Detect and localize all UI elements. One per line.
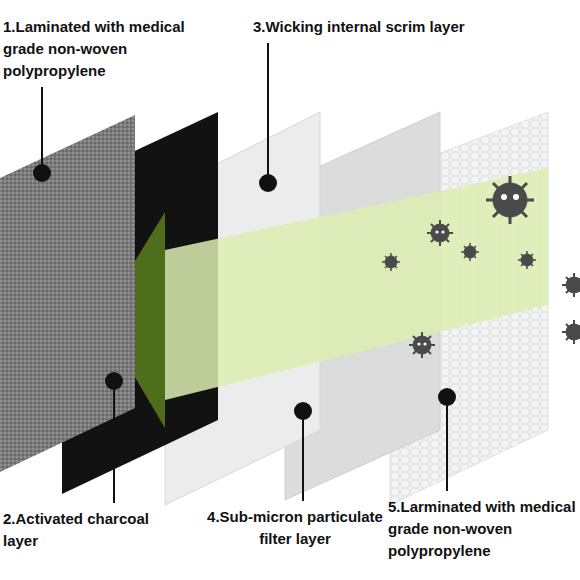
callout-label: 2.Activated charcoal layer [3,508,183,552]
airflow-band [165,168,548,400]
leader-dot [438,388,456,406]
leader-line [267,43,269,183]
callout-label: 3.Wicking internal scrim layer [253,16,473,38]
leader-dot [259,174,277,192]
leader-line [113,381,115,503]
callout-label: 4.Sub-micron particulate filter layer [205,506,385,550]
callout-label: 5.Larminated with medical grade non-wove… [388,496,576,562]
leader-line [302,411,304,501]
leader-dot [294,402,312,420]
callout-label: 1.Laminated with medical grade non-woven… [3,16,218,82]
leader-line [446,397,448,491]
virus-particles [382,176,580,358]
leader-dot [33,164,51,182]
leader-line [41,87,43,173]
leader-dot [105,372,123,390]
